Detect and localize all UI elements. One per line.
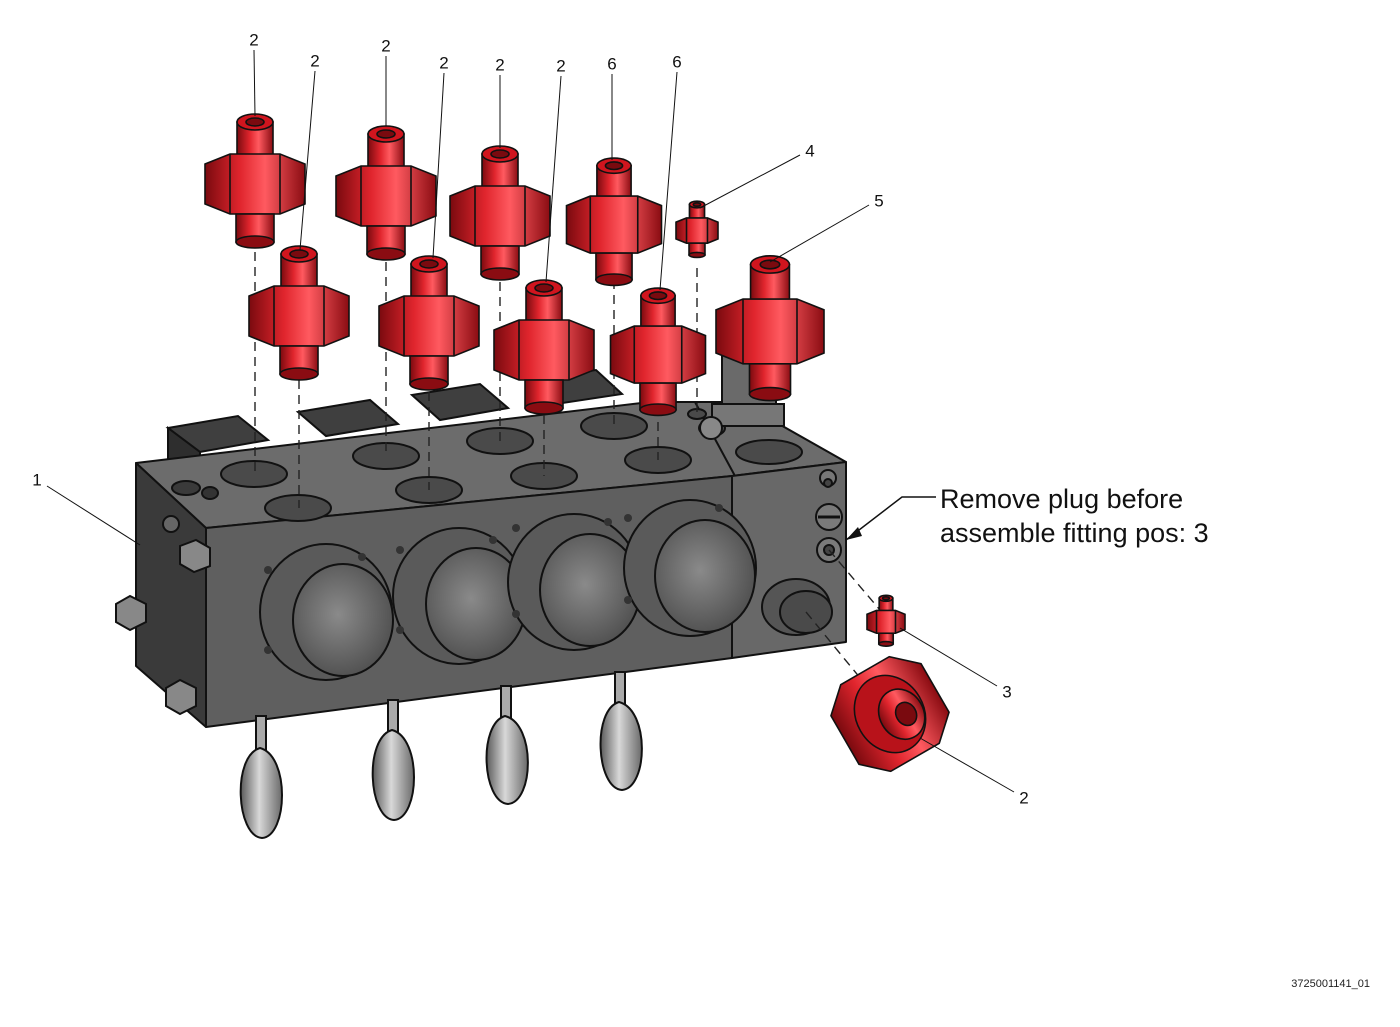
callout-label: 6 [672, 52, 682, 72]
callout-label: 2 [495, 55, 505, 75]
callout-label: 4 [805, 141, 815, 161]
fitting-5 [449, 145, 551, 281]
assembly-note: Remove plug before assemble fitting pos:… [940, 482, 1209, 550]
fitting-side [830, 655, 950, 773]
callout-label: 2 [249, 30, 259, 50]
callout-label: 1 [32, 470, 42, 490]
note-line-1: Remove plug before [940, 484, 1184, 514]
valve-block-top-housings [165, 368, 625, 472]
callout-leader-6 [545, 75, 562, 283]
fitting-1 [204, 113, 306, 249]
callout-leader-8 [659, 71, 678, 291]
callout-label: 2 [381, 36, 391, 56]
callout-leader-2 [299, 70, 316, 251]
callout-label: 2 [1019, 788, 1029, 808]
fitting-4 [378, 255, 480, 391]
callout-leader-12 [899, 627, 998, 687]
fitting-11 [866, 594, 906, 647]
callout-leader-13 [919, 737, 1015, 793]
leader-lines [46, 49, 1015, 793]
fitting-8 [609, 287, 707, 417]
lever-handles [239, 671, 643, 840]
spool-caps [259, 499, 757, 681]
document-id: 3725001141_01 [1291, 978, 1370, 990]
callout-label: 2 [310, 51, 320, 71]
callout-leader-1 [253, 49, 256, 117]
callout-leader-11 [46, 485, 141, 546]
fitting-3 [335, 125, 437, 261]
note-arrow [845, 496, 936, 541]
fitting-2 [248, 245, 350, 381]
callout-leader-10 [769, 204, 870, 263]
side-nuts [115, 515, 211, 716]
callout-label: 2 [556, 56, 566, 76]
callout-label: 3 [1002, 682, 1012, 702]
fitting-6 [493, 279, 595, 415]
fittings [204, 113, 950, 773]
fitting-10 [715, 255, 825, 402]
fitting-9 [675, 200, 719, 259]
note-line-2: assemble fitting pos: 3 [940, 518, 1209, 548]
callout-leader-9 [699, 154, 801, 209]
callout-label: 6 [607, 54, 617, 74]
callout-leader-4 [432, 72, 445, 259]
fitting-7 [565, 157, 663, 287]
callout-label: 5 [874, 191, 884, 211]
callout-label: 2 [439, 53, 449, 73]
